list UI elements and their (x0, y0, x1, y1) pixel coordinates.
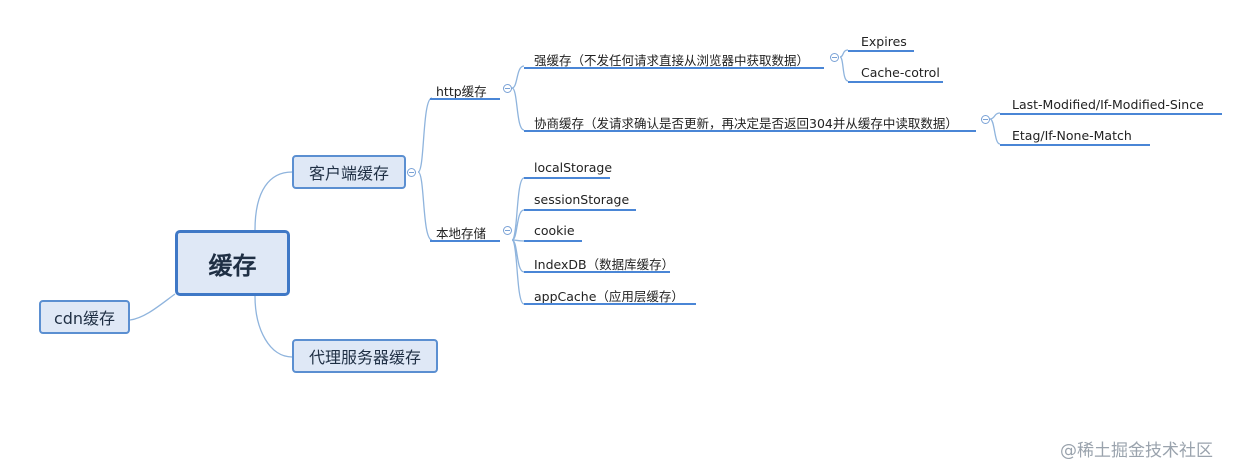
last-modified-item[interactable]: Last-Modified/If-Modified-Since (1012, 97, 1204, 112)
connector-client-local (417, 171, 433, 241)
collapse-client-icon[interactable] (407, 168, 416, 177)
local-item-1[interactable]: localStorage (534, 160, 613, 175)
http-cache-underline (430, 98, 500, 100)
local-item-1-underline (524, 177, 610, 179)
connector-root-cdn (129, 293, 176, 321)
client-cache-label: 客户端缓存 (308, 164, 389, 183)
expires-underline (848, 50, 914, 52)
cdn-cache-node[interactable]: cdn缓存 (39, 300, 130, 334)
connector-neg-etag (989, 118, 1001, 145)
connector-root-proxy (254, 295, 293, 358)
local-item-5-underline (524, 303, 696, 305)
collapse-http-icon[interactable] (503, 84, 512, 93)
local-storage-topic[interactable]: 本地存储 (436, 226, 487, 241)
cache-control-item[interactable]: Cache-cotrol (861, 65, 940, 80)
connector-http-strong (511, 65, 525, 89)
connector-strong-expires (839, 49, 849, 58)
watermark: @稀土掘金技术社区 (1060, 441, 1213, 461)
local-item-2[interactable]: sessionStorage (534, 192, 630, 207)
connector-neg-lastmod (989, 112, 1001, 120)
local-item-4[interactable]: IndexDB（数据库缓存） (534, 257, 675, 272)
proxy-cache-label: 代理服务器缓存 (308, 348, 421, 367)
etag-underline (1000, 144, 1150, 146)
negotiate-cache-topic[interactable]: 协商缓存（发请求确认是否更新，再决定是否返回304并从缓存中读取数据） (534, 116, 958, 131)
local-item-2-underline (524, 209, 636, 211)
root-node[interactable]: 缓存 (175, 230, 290, 296)
connector-local-5 (511, 239, 525, 305)
connector-local-2 (511, 209, 525, 241)
local-item-3-underline (524, 240, 582, 242)
client-cache-node[interactable]: 客户端缓存 (292, 155, 406, 189)
root-label: 缓存 (208, 251, 257, 280)
connector-local-1 (511, 177, 525, 241)
collapse-local-icon[interactable] (503, 226, 512, 235)
connector-http-negotiate (511, 87, 525, 131)
collapse-strong-icon[interactable] (830, 53, 839, 62)
strong-cache-underline (524, 67, 824, 69)
cache-control-underline (848, 81, 943, 83)
expires-item[interactable]: Expires (861, 34, 907, 49)
http-cache-topic[interactable]: http缓存 (436, 84, 487, 99)
strong-cache-topic[interactable]: 强缓存（不发任何请求直接从浏览器中获取数据） (534, 53, 810, 68)
connector-root-client (254, 171, 293, 231)
collapse-negotiate-icon[interactable] (981, 115, 990, 124)
proxy-cache-node[interactable]: 代理服务器缓存 (292, 339, 438, 373)
cdn-cache-label: cdn缓存 (53, 309, 116, 328)
local-storage-underline (430, 240, 500, 242)
connector-strong-cache (839, 56, 849, 82)
last-modified-underline (1000, 113, 1222, 115)
local-item-4-underline (524, 271, 670, 273)
etag-item[interactable]: Etag/If-None-Match (1012, 128, 1132, 143)
local-item-3[interactable]: cookie (534, 223, 575, 238)
negotiate-cache-underline (524, 130, 976, 132)
local-item-5[interactable]: appCache（应用层缓存） (534, 289, 684, 304)
connector-client-http (417, 97, 433, 173)
